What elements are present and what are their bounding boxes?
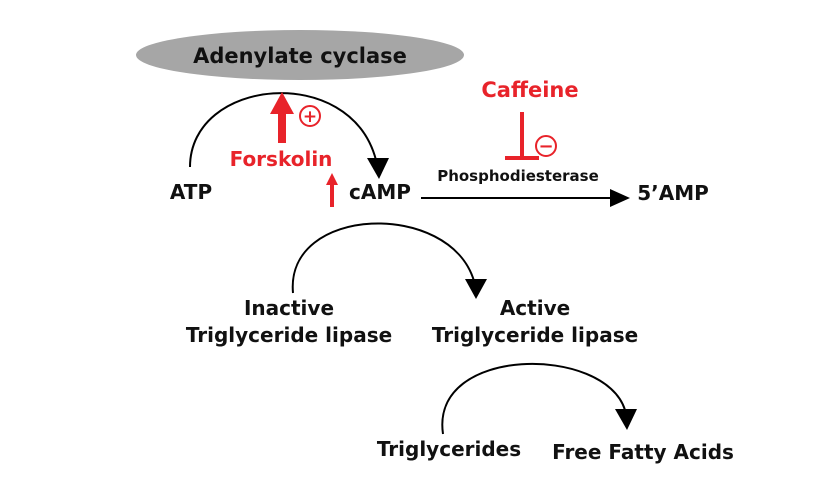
atp-label: ATP [170,180,212,204]
atp-to-camp-arrowhead [367,158,389,179]
caffeine-label: Caffeine [481,78,578,102]
lipolysis-arc [441,362,626,435]
phosphodiesterase-label: Phosphodiesterase [437,167,599,185]
triglycerides-label: Triglycerides [377,437,521,461]
active-lipase-label-line2: Triglyceride lipase [432,323,638,347]
plus-circle-icon [299,105,321,127]
minus-circle-icon [535,135,557,157]
enzyme-ellipse [136,30,464,80]
five-amp-label: 5’AMP [637,181,709,205]
lipase-activation-arc [291,222,475,294]
lipolysis-arrowhead [615,409,637,430]
inactive-lipase-label-line1: Inactive [244,296,334,320]
forskolin-label: Forskolin [230,147,333,171]
camp-label: cAMP [349,180,411,204]
atp-to-camp-arc [189,92,377,168]
camp-to-5amp-arrowhead [610,189,630,207]
active-lipase-label-line1: Active [500,296,570,320]
lipase-activation-arrowhead [465,279,487,299]
inactive-lipase-label-line2: Triglyceride lipase [186,323,392,347]
forskolin-arrow [270,92,294,143]
free-fatty-acids-label: Free Fatty Acids [552,440,734,464]
plus-sign: + [303,107,317,127]
enzyme-label: Adenylate cyclase [193,44,407,68]
camp-increase-arrow [326,173,338,207]
minus-sign: − [538,136,553,157]
